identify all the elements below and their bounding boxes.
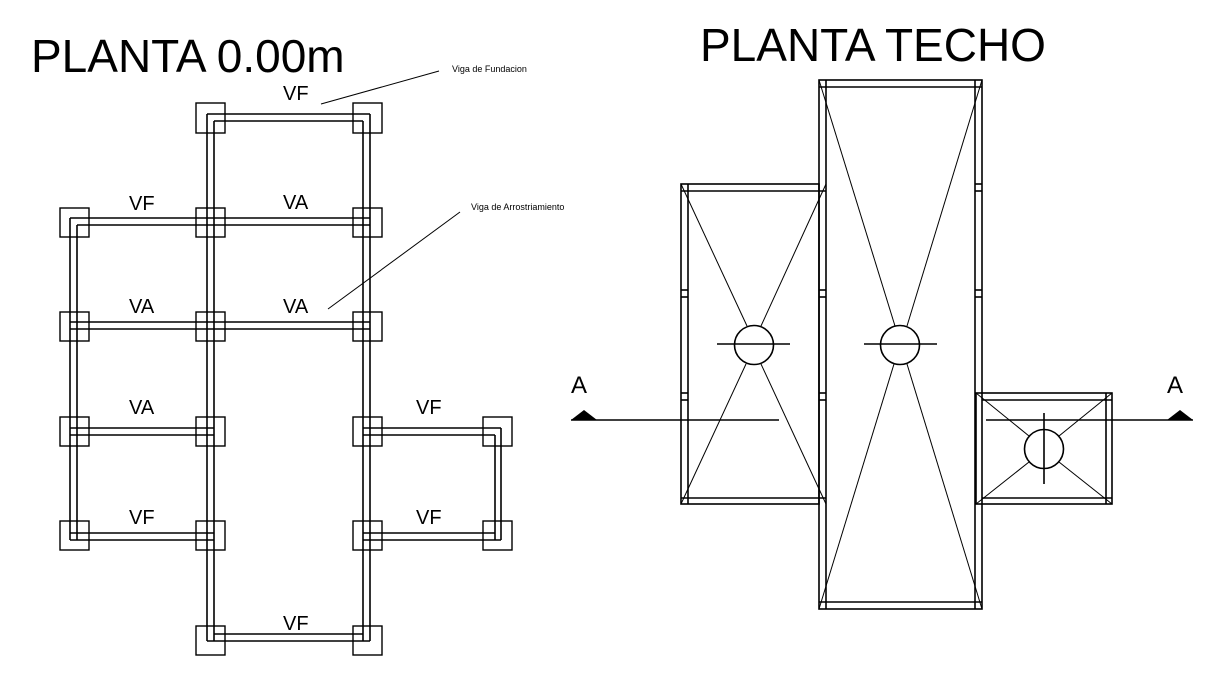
column-footings: [59, 102, 513, 656]
foundation-plan: VF VF VA VA VA VA VF VF VF VF Viga de Fu…: [59, 64, 564, 656]
slope-line: [818, 79, 896, 327]
column-footing: [352, 102, 383, 134]
column-footing: [195, 102, 226, 134]
roof-panel-center: [818, 79, 983, 610]
column-footing: [59, 416, 90, 447]
right-plan-title: PLANTA TECHO: [700, 19, 1046, 71]
beam-label: VF: [416, 507, 442, 529]
slope-line: [906, 79, 983, 327]
section-mark-right: A: [1167, 372, 1183, 399]
beam-label: VF: [283, 613, 309, 635]
column-footing: [352, 625, 383, 656]
slope-line: [680, 363, 747, 505]
column-footing: [352, 207, 383, 238]
section-mark-left: A: [571, 372, 587, 399]
slope-line: [975, 392, 1030, 437]
roof-plan: A A: [571, 79, 1193, 610]
annotation-viga-arrostriamiento: Viga de Arrostriamiento: [471, 202, 564, 212]
left-plan-title: PLANTA 0.00m: [31, 30, 345, 82]
slope-line: [760, 363, 827, 505]
beam-label: VA: [283, 192, 309, 214]
beam-label: VA: [129, 296, 155, 318]
roof-drain-icon: [879, 324, 921, 366]
column-footing: [195, 625, 226, 656]
section-arrow-icon: [571, 410, 597, 420]
roof-drain-icon: [733, 324, 775, 366]
annotation-viga-fundacion: Viga de Fundacion: [452, 64, 527, 74]
column-footing: [482, 520, 513, 551]
column-footing: [195, 207, 226, 238]
column-footing: [59, 207, 90, 238]
slope-line: [760, 183, 827, 327]
beam-label: VA: [129, 397, 155, 419]
slope-line: [975, 461, 1030, 505]
roof-panel-right: [975, 392, 1113, 505]
column-footing: [352, 416, 383, 447]
leader-line-fundacion: [320, 70, 440, 105]
column-footing: [195, 311, 226, 342]
beam-label: VA: [283, 296, 309, 318]
column-footing: [59, 311, 90, 342]
beam-label: VF: [129, 193, 155, 215]
column-footing: [352, 520, 383, 551]
roof-outline: [680, 183, 820, 505]
column-footing: [195, 520, 226, 551]
slope-line: [906, 363, 983, 610]
roof-outline: [975, 392, 1113, 505]
section-line-a: A A: [571, 372, 1193, 421]
slope-line: [1058, 461, 1113, 505]
beam-labels: VF VF VA VA VA VA VF VF VF VF: [129, 83, 442, 635]
leader-line-arrostriamiento: [327, 211, 461, 310]
column-footing: [352, 311, 383, 342]
slope-line: [1058, 392, 1113, 437]
beam-label: VF: [416, 397, 442, 419]
section-arrow-icon: [1167, 410, 1193, 420]
column-footing: [195, 416, 226, 447]
column-footing: [59, 520, 90, 551]
beams: [69, 113, 502, 642]
slope-line: [818, 363, 895, 610]
beam-label: VF: [129, 507, 155, 529]
column-footing: [482, 416, 513, 447]
beam-label: VF: [283, 83, 309, 105]
slope-line: [680, 183, 748, 327]
roof-panel-left: [680, 183, 827, 505]
